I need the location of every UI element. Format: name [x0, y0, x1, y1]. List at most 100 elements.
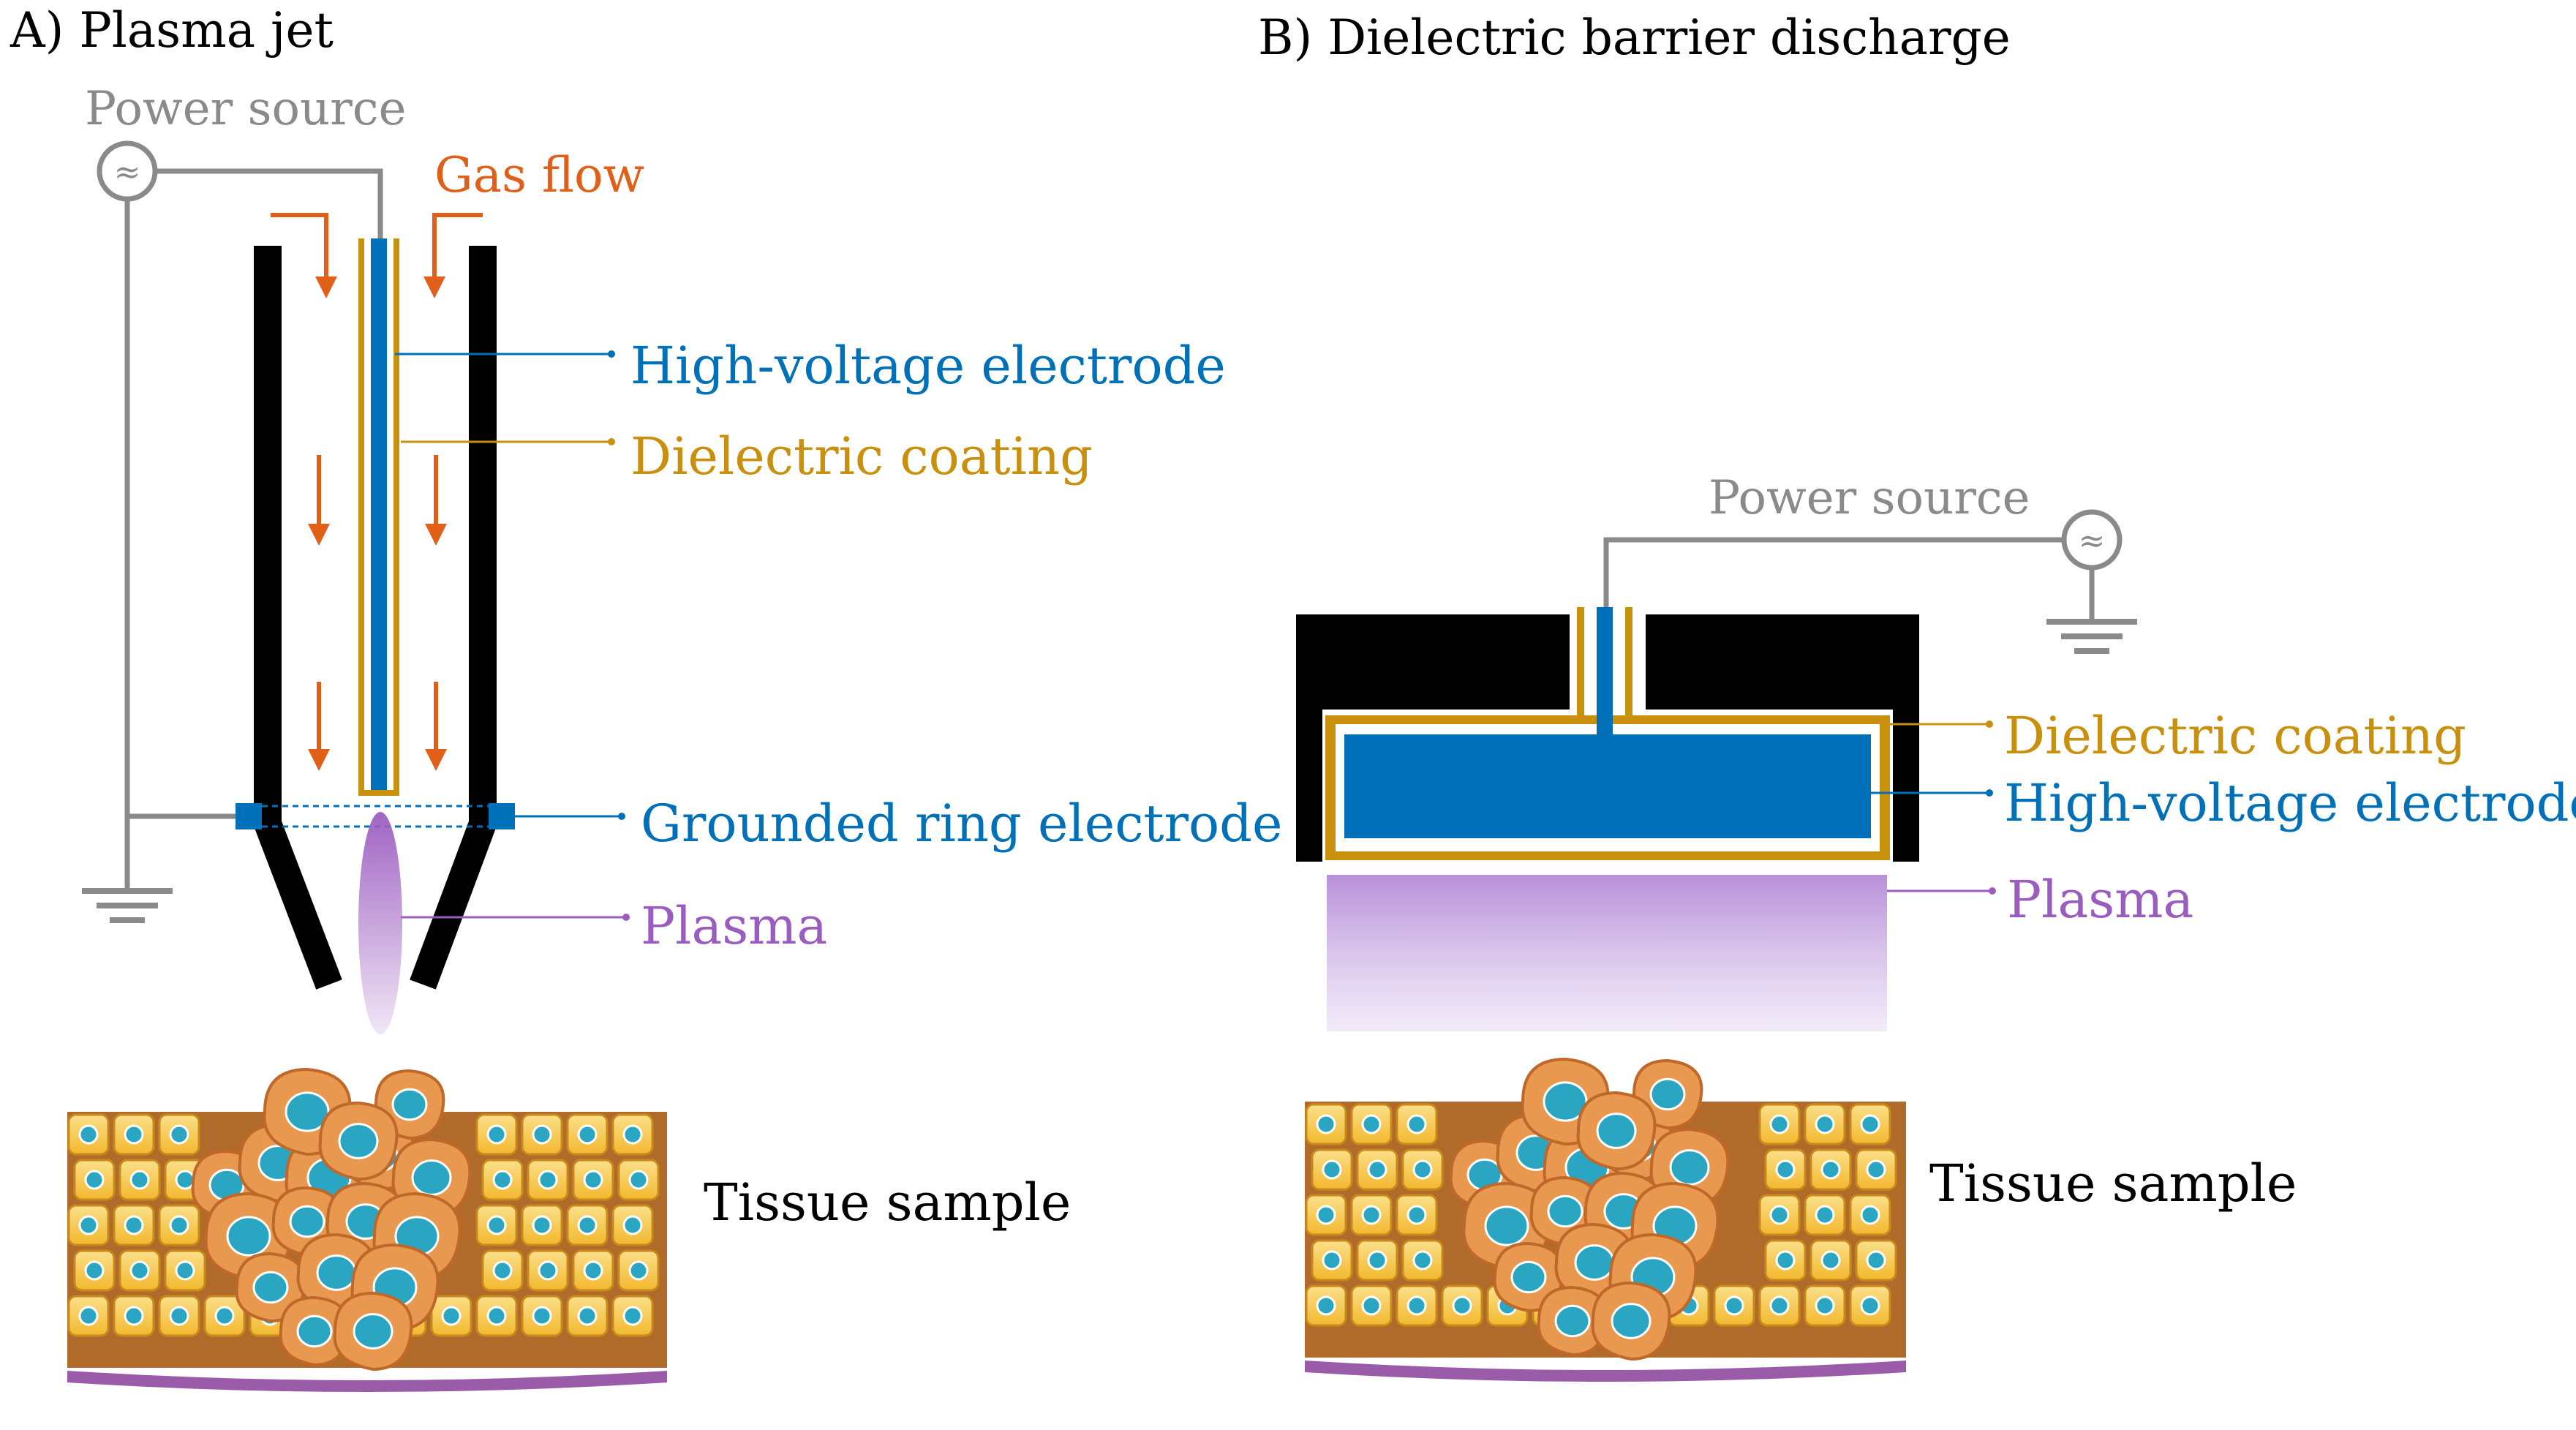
- tissue-cell: [617, 1249, 660, 1292]
- tissue-cell: [1305, 1194, 1347, 1236]
- tissue-cell: [1764, 1239, 1807, 1282]
- tissue-cell: [1401, 1148, 1444, 1191]
- tissue-cell: [164, 1249, 206, 1292]
- power-wiring-a: [124, 168, 383, 888]
- jet-plasma-plume: [358, 812, 402, 1034]
- dbd-high-voltage-label: High-voltage electrode: [2004, 773, 2576, 833]
- tissue-cell: [611, 1113, 654, 1156]
- jet-callout-dots: [608, 350, 630, 921]
- ac-symbol-a: ≈: [114, 154, 141, 191]
- tissue-cell: [475, 1113, 518, 1156]
- tissue-cell: [203, 1295, 246, 1337]
- tissue-base-membrane: [67, 1371, 667, 1392]
- tissue-cell: [1396, 1194, 1438, 1236]
- tissue-cell: [521, 1113, 563, 1156]
- tissue-cell: [1804, 1284, 1846, 1327]
- tissue-cell: [1849, 1194, 1891, 1236]
- tissue-cell: [118, 1249, 161, 1292]
- tissue-cell: [566, 1113, 609, 1156]
- tissue-sample-label-b: Tissue sample: [1929, 1154, 2297, 1213]
- tissue-cell: [1350, 1284, 1393, 1327]
- tissue-cell: [1305, 1284, 1347, 1327]
- tissue-cell: [566, 1295, 609, 1337]
- tissue-cell: [1855, 1239, 1897, 1282]
- tissue-cell: [572, 1159, 614, 1201]
- tissue-cell: [113, 1204, 155, 1246]
- power-source-symbol-a: ≈: [97, 140, 158, 202]
- tissue-cell: [475, 1295, 518, 1337]
- jet-callout-leaders: [395, 353, 626, 919]
- tissue-cell: [1849, 1103, 1891, 1145]
- tissue-cell: [1401, 1239, 1444, 1282]
- jet-housing: [254, 246, 497, 990]
- jet-plasma-label: Plasma: [641, 896, 827, 956]
- tissue-cell: [566, 1204, 609, 1246]
- tissue-cell: [67, 1295, 110, 1337]
- panel-b: B) Dielectric barrier discharge Power so…: [1258, 10, 2576, 1382]
- tissue-cell: [1713, 1284, 1755, 1327]
- power-source-symbol-b: ≈: [2061, 509, 2123, 571]
- tissue-sample-a: [67, 1067, 667, 1392]
- tissue-sample-b: [1305, 1057, 1906, 1382]
- tissue-cell: [1804, 1103, 1846, 1145]
- tissue-cell: [617, 1159, 660, 1201]
- tissue-cell: [158, 1295, 200, 1337]
- dbd-callout-leaders: [1871, 723, 1992, 892]
- tissue-cell: [1758, 1284, 1801, 1327]
- dbd-dielectric-label: Dielectric coating: [2004, 706, 2466, 766]
- tissue-cell: [1809, 1148, 1852, 1191]
- tissue-cell: [73, 1249, 116, 1292]
- tissue-cell: [611, 1295, 654, 1337]
- panel-a: A) Plasma jet Power source ≈: [10, 2, 1282, 1392]
- dbd-high-voltage-electrode: [1344, 607, 1871, 838]
- tissue-cell: [67, 1113, 110, 1156]
- tumor-cell: [318, 1101, 399, 1181]
- jet-dielectric-label: Dielectric coating: [630, 426, 1093, 486]
- jet-grounded-ring-electrode: [236, 803, 515, 829]
- tissue-cell: [1764, 1148, 1807, 1191]
- tissue-cell: [1305, 1103, 1347, 1145]
- tissue-cell: [481, 1159, 524, 1201]
- tissue-cell: [1311, 1148, 1353, 1191]
- tissue-base-membrane: [1305, 1361, 1906, 1382]
- tissue-cell: [1356, 1239, 1398, 1282]
- panel-b-heading: B) Dielectric barrier discharge: [1258, 10, 2011, 66]
- ground-symbol-a: [82, 888, 173, 923]
- tissue-cell: [113, 1113, 155, 1156]
- dbd-callout-dots: [1986, 720, 1996, 895]
- tissue-cell: [158, 1113, 200, 1156]
- dbd-plasma-region: [1327, 875, 1887, 1031]
- panel-a-heading: A) Plasma jet: [10, 2, 334, 59]
- panel-b-power-source-label: Power source: [1709, 471, 2030, 525]
- tissue-cell: [475, 1204, 518, 1246]
- tissue-cell: [1809, 1239, 1852, 1282]
- tumor-cell: [333, 1291, 413, 1371]
- tissue-cell: [158, 1204, 200, 1246]
- tissue-cell: [1356, 1148, 1398, 1191]
- tissue-cell: [611, 1204, 654, 1246]
- gas-flow-label: Gas flow: [434, 147, 644, 203]
- tumor-cell: [1591, 1281, 1671, 1361]
- tissue-cell: [1804, 1194, 1846, 1236]
- tissue-cell: [481, 1249, 524, 1292]
- tissue-cell: [1350, 1103, 1393, 1145]
- ground-symbol-b: [2046, 619, 2137, 654]
- tissue-cell: [527, 1159, 569, 1201]
- tissue-cell: [521, 1204, 563, 1246]
- tissue-cell: [1849, 1284, 1891, 1327]
- tissue-cell: [1396, 1284, 1438, 1327]
- tissue-cell: [430, 1295, 472, 1337]
- tissue-cell: [527, 1249, 569, 1292]
- gas-flow-arrows: [271, 213, 483, 771]
- jet-high-voltage-electrode: [371, 238, 387, 790]
- tissue-cell: [67, 1204, 110, 1246]
- jet-central-electrode: [358, 238, 399, 796]
- tissue-cell: [521, 1295, 563, 1337]
- ac-symbol-b: ≈: [2079, 522, 2106, 560]
- tissue-cell: [73, 1159, 116, 1201]
- tissue-cell: [118, 1159, 161, 1201]
- jet-ground-ring-label: Grounded ring electrode: [641, 794, 1282, 854]
- tissue-cell: [1441, 1284, 1483, 1327]
- tumor-cell: [279, 1295, 350, 1367]
